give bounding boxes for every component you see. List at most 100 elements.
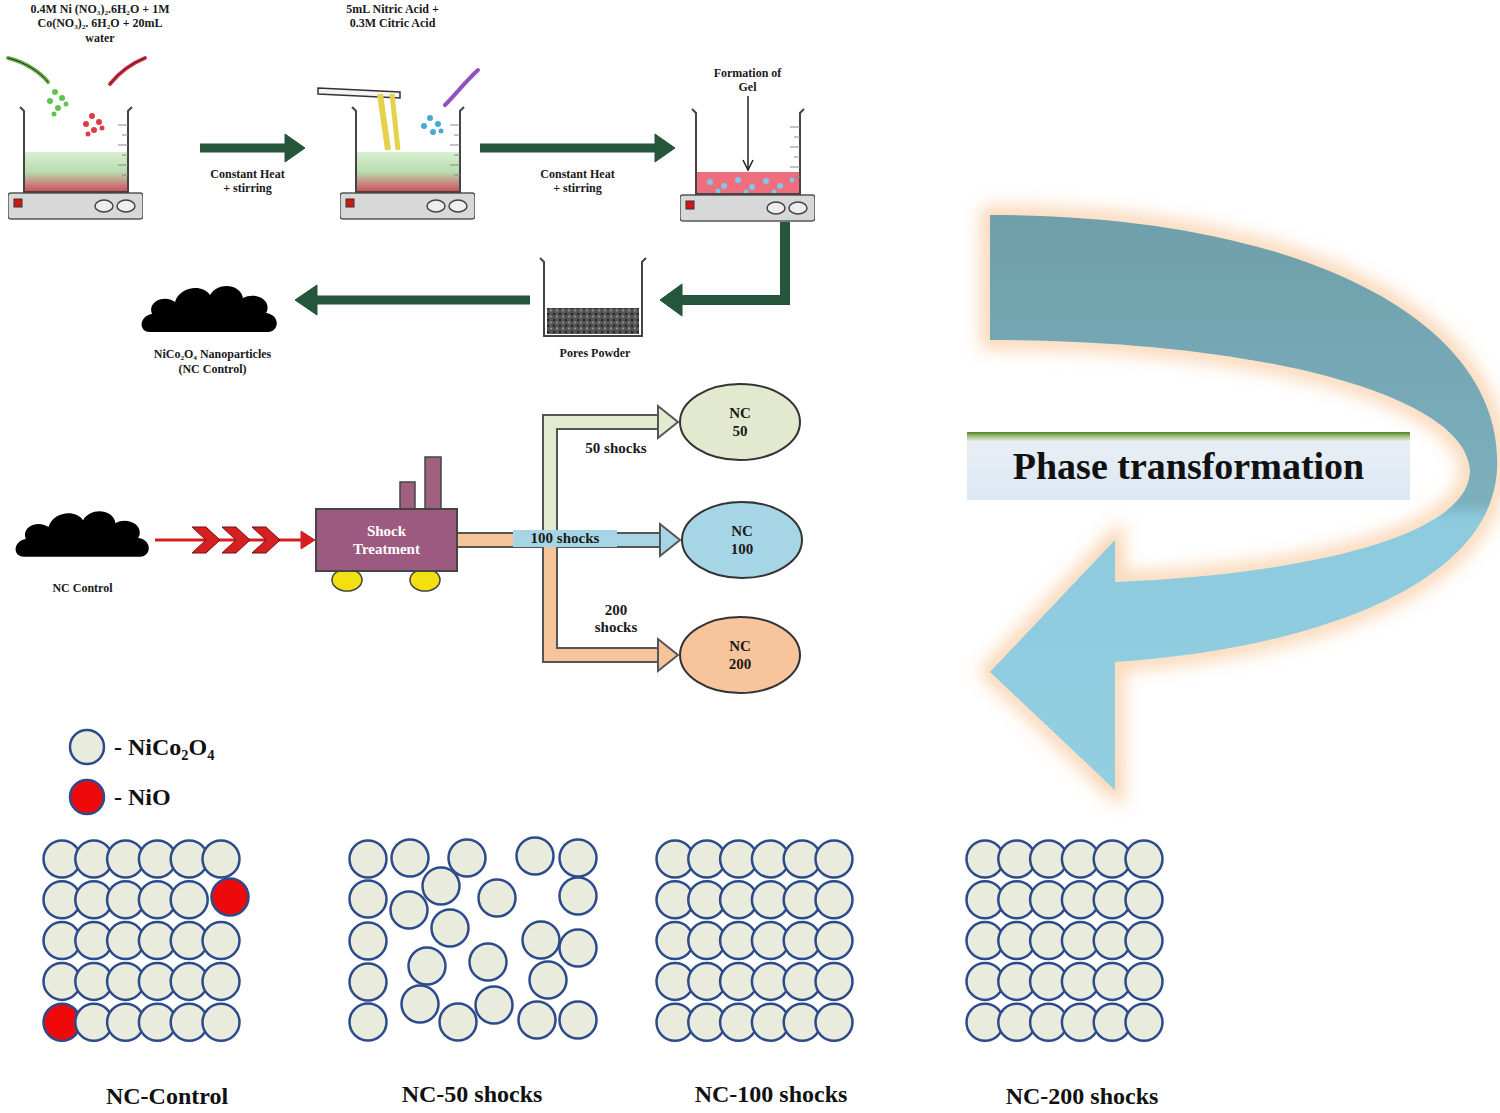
panel-caption: NC-50 shocks xyxy=(367,1080,577,1109)
particle xyxy=(350,881,387,918)
particle xyxy=(402,986,439,1023)
flow-arrow xyxy=(295,285,530,315)
particle xyxy=(470,944,507,981)
particle xyxy=(517,838,554,875)
particle xyxy=(171,881,208,918)
node-label: NC 100 xyxy=(722,522,762,558)
process-step: 5mL Nitric Acid + 0.3M Citric Acid xyxy=(305,2,480,220)
edge-label: Constant Heat + stirring xyxy=(540,168,615,196)
flow-arrow xyxy=(660,222,785,316)
particle xyxy=(1126,841,1163,878)
particle xyxy=(203,963,240,1000)
flow-arrow xyxy=(458,540,678,671)
arrow-head xyxy=(658,639,678,671)
process-step: NiCo₂O₄ Nanoparticles (NC Control) xyxy=(130,278,295,376)
legend-swatch xyxy=(68,778,106,816)
arrow-shaft xyxy=(681,222,785,300)
particle xyxy=(350,1004,387,1041)
legend-label: - NiCo₂O₄ xyxy=(114,734,214,761)
particle xyxy=(1126,881,1163,918)
legend-swatch-circle xyxy=(70,780,104,814)
arrow-head xyxy=(660,524,680,556)
edge-label: Constant Heat + stirring xyxy=(210,168,285,196)
node-label: NC Control xyxy=(52,581,112,595)
particle xyxy=(560,840,597,877)
phase-banner: Phase transformation xyxy=(967,432,1410,500)
node-label: 0.4M Ni (NO₃)₂.6H₂O + 1M Co(NO₃)₂. 6H₂O … xyxy=(25,2,175,45)
node-label: 5mL Nitric Acid + 0.3M Citric Acid xyxy=(335,2,450,31)
legend-item: - NiO xyxy=(68,778,171,816)
panel-caption: NC-Control xyxy=(62,1082,272,1111)
particle xyxy=(350,923,387,960)
particle xyxy=(476,987,513,1024)
arrow-shaft xyxy=(480,144,656,153)
arrow-outline xyxy=(458,422,659,540)
arrow-head xyxy=(655,134,675,162)
box-label: Shock Treatment xyxy=(339,522,434,558)
legend-item: - NiCo₂O₄ xyxy=(68,728,214,766)
particle xyxy=(391,892,428,929)
ellipse-shape xyxy=(682,502,802,578)
arrow-head xyxy=(301,531,315,549)
particle xyxy=(203,1004,240,1041)
particle xyxy=(519,1002,556,1039)
particle xyxy=(523,922,560,959)
edge-label: 50 shocks xyxy=(585,440,647,457)
flow-arrow xyxy=(200,134,305,162)
process-step: NC Control xyxy=(10,503,155,595)
ellipse-outline xyxy=(678,615,802,695)
arrow-shaft xyxy=(458,422,659,540)
particle xyxy=(1126,922,1163,959)
particle xyxy=(440,1004,477,1041)
node-label: Pores Powder xyxy=(560,346,631,360)
panel-caption: NC-100 shocks xyxy=(666,1080,876,1109)
process-box: Shock Treatment xyxy=(315,508,458,572)
chevron xyxy=(192,527,220,553)
chevron-arrows xyxy=(192,527,280,553)
particle xyxy=(392,840,429,877)
particle xyxy=(423,868,460,905)
flow-arrow xyxy=(480,134,675,162)
legend-label: - NiO xyxy=(114,784,171,811)
particle xyxy=(203,841,240,878)
particle xyxy=(816,922,853,959)
arrow-shaft xyxy=(458,540,659,655)
particle xyxy=(816,841,853,878)
ellipse-shape xyxy=(680,617,800,693)
particle xyxy=(1126,1004,1163,1041)
legend-swatch-circle xyxy=(70,730,104,764)
flow-arrow xyxy=(458,406,678,540)
arrow-head xyxy=(658,406,678,438)
process-step: Pores Powder xyxy=(530,255,660,360)
particle xyxy=(560,1002,597,1039)
particle xyxy=(1126,963,1163,1000)
panel-caption: NC-200 shocks xyxy=(977,1082,1187,1111)
process-step: Formation of Gel xyxy=(675,66,820,222)
legend-swatch xyxy=(68,728,106,766)
process-step: 0.4M Ni (NO₃)₂.6H₂O + 1M Co(NO₃)₂. 6H₂O … xyxy=(0,2,200,220)
arrow-shaft xyxy=(316,296,530,305)
edge-label: 100 shocks xyxy=(513,530,617,547)
arrow-head xyxy=(295,285,317,315)
node-label: NC 50 xyxy=(720,404,760,440)
particle xyxy=(432,910,469,947)
chevron xyxy=(252,527,280,553)
arrow-shaft xyxy=(200,144,286,153)
particle xyxy=(560,930,597,967)
sample-ellipse: NC 200 xyxy=(678,615,802,695)
particle xyxy=(816,1004,853,1041)
particle xyxy=(350,841,387,878)
arrow-head xyxy=(285,134,305,162)
particle xyxy=(350,964,387,1001)
sample-ellipse: NC 100 xyxy=(680,500,804,580)
ellipse-outline xyxy=(680,500,804,580)
edge-label: 200 shocks xyxy=(585,602,647,637)
particle xyxy=(212,879,249,916)
ellipse-outline xyxy=(678,382,802,462)
particle xyxy=(560,878,597,915)
particle xyxy=(203,922,240,959)
chevron xyxy=(222,527,250,553)
node-label: NC 200 xyxy=(720,637,760,673)
particle xyxy=(530,962,567,999)
particle xyxy=(479,880,516,917)
